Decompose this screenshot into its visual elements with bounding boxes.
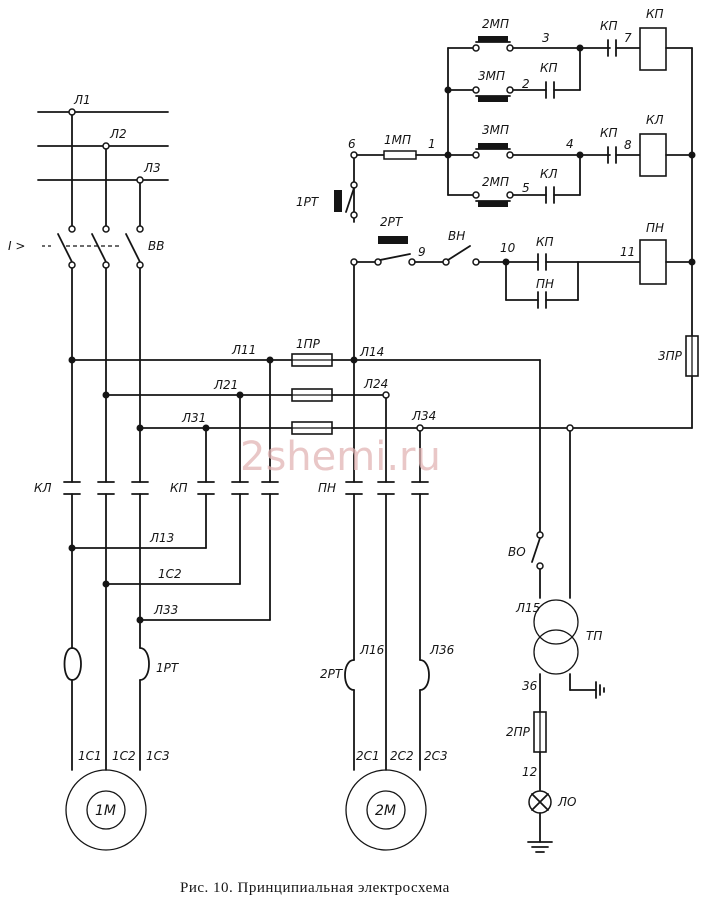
- label-kl-coil: КП: [646, 7, 664, 21]
- label-n36: 36: [522, 679, 538, 693]
- label-l15: Л15: [515, 601, 540, 615]
- label-l11: Л11: [231, 343, 256, 357]
- label-n10: 10: [500, 241, 516, 255]
- label-2pr-fuse: 2ПР: [506, 725, 531, 739]
- label-1rt-contact: 1РТ: [296, 195, 320, 209]
- label-3mp-rung2: 3МП: [478, 69, 505, 83]
- label-2rt-heater: 2РТ: [320, 667, 344, 681]
- label-1mp-button: 1МП: [384, 133, 411, 147]
- label-lo-lamp: ЛО: [557, 795, 576, 809]
- supply-bus: Л1 Л2 Л3: [37, 93, 169, 227]
- label-kl-contacts: КЛ: [34, 481, 52, 495]
- label-motor-2m: 2М: [375, 803, 396, 819]
- label-kl-coil2: КЛ: [646, 113, 664, 127]
- label-2c1: 2С1: [356, 749, 380, 763]
- label-l24: Л24: [363, 377, 388, 391]
- label-n8: 8: [624, 138, 632, 152]
- label-3mp-rung3: 3МП: [482, 123, 509, 137]
- label-l13: Л13: [149, 531, 174, 545]
- label-motor-1m: 1М: [95, 803, 116, 819]
- label-l33: Л33: [153, 603, 178, 617]
- main-switch-vv: I > ВВ: [8, 225, 164, 269]
- label-pn-coil: ПН: [646, 221, 664, 235]
- label-1c2-terminal: 1С2: [112, 749, 136, 763]
- label-n12: 12: [522, 765, 537, 779]
- label-vn-switch: ВН: [448, 229, 465, 243]
- label-2c3: 2С3: [424, 749, 448, 763]
- label-n11: 11: [620, 245, 635, 259]
- label-overcurrent: I >: [8, 239, 25, 253]
- label-l31: Л31: [181, 411, 206, 425]
- figure-caption: Рис. 10. Принципиальная электросхема: [180, 880, 450, 896]
- label-2rt-contact: 2РТ: [380, 215, 404, 229]
- label-n7: 7: [624, 31, 632, 45]
- label-kp-interlock1: КП: [600, 19, 618, 33]
- label-pn-hold: ПН: [536, 277, 554, 291]
- label-1pr-fuse: 1ПР: [296, 337, 321, 351]
- label-l36: Л36: [429, 643, 455, 657]
- label-n9: 9: [418, 245, 426, 259]
- label-n1: 1: [428, 137, 436, 151]
- motor-2m-circuit: ПН Л16 Л36 2РТ 2С1 2С2 2С3 2М: [318, 359, 455, 851]
- label-kl-hold: КЛ: [540, 167, 558, 181]
- label-n3: 3: [542, 31, 550, 45]
- label-vv: ВВ: [148, 239, 164, 253]
- label-kp-pn-rung: КП: [536, 235, 554, 249]
- label-2mp-rung1: 2МП: [482, 17, 509, 31]
- label-1c3: 1С3: [146, 749, 170, 763]
- label-1c1: 1С1: [78, 749, 102, 763]
- label-1rt-heater: 1РТ: [156, 661, 180, 675]
- watermark: 2shemi.ru: [240, 434, 441, 480]
- distribution-lines: 1ПР Л11 Л21 Л31 Л14 Л24 Л34: [68, 337, 693, 435]
- label-2mp-rung4: 2МП: [482, 175, 509, 189]
- label-l14: Л14: [359, 345, 384, 359]
- label-n5: 5: [522, 181, 530, 195]
- label-2c2: 2С2: [390, 749, 414, 763]
- label-l3: Л3: [143, 161, 161, 175]
- label-kp-interlock2: КП: [600, 126, 618, 140]
- label-l2: Л2: [109, 127, 127, 141]
- label-l21: Л21: [213, 378, 238, 392]
- label-n2: 2: [522, 77, 530, 91]
- motor-1m-circuit: КЛ КП Л13 1С2 Л33 1РТ 1С1 1: [34, 267, 279, 851]
- label-n4: 4: [566, 137, 574, 151]
- label-kp-contacts: КП: [170, 481, 188, 495]
- label-kp-hold: КП: [540, 61, 558, 75]
- control-circuit: 1РТ 6 1МП 1 2МП 3 КП 7 КП: [296, 7, 699, 429]
- label-l34: Л34: [411, 409, 436, 423]
- label-n6: 6: [348, 137, 356, 151]
- label-tp-transformer: ТП: [586, 629, 602, 643]
- label-1c2: 1С2: [158, 567, 182, 581]
- label-3pr-fuse: 3ПР: [658, 349, 683, 363]
- label-vo-switch: ВО: [508, 545, 526, 559]
- lighting-circuit: ВО ТП Л15 36 2ПР 12 ЛО: [506, 359, 605, 853]
- label-pn-contacts: ПН: [318, 481, 336, 495]
- label-l16: Л16: [359, 643, 385, 657]
- label-l1: Л1: [73, 93, 91, 107]
